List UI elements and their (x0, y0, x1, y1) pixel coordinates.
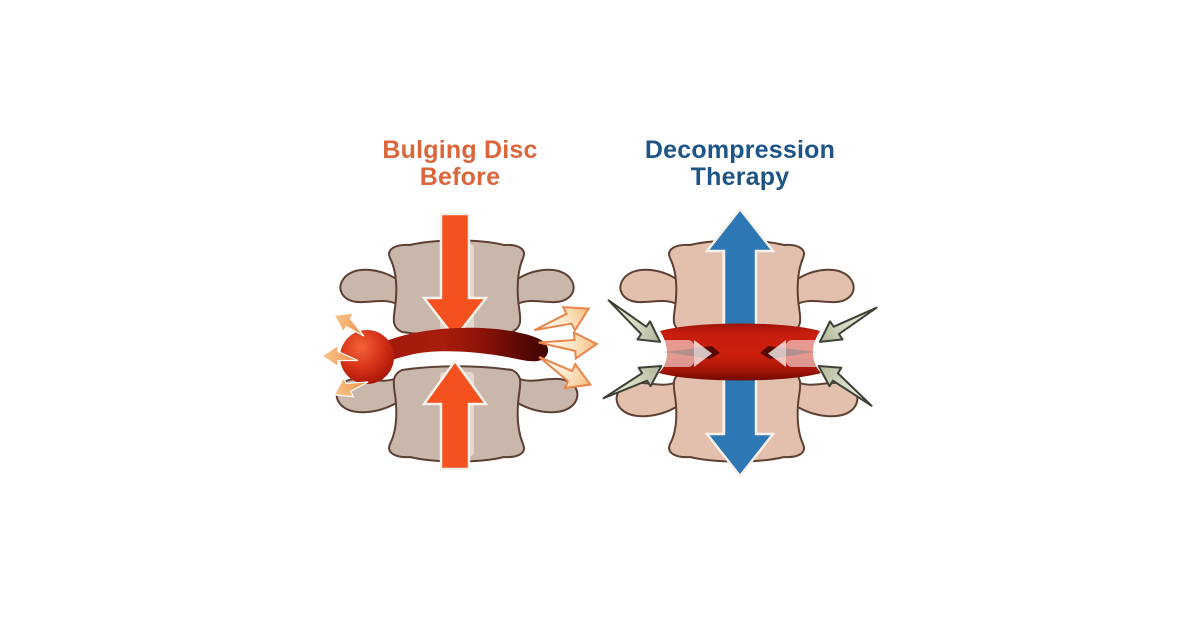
disc-band (373, 327, 549, 365)
title-line-2: Before (419, 163, 501, 191)
title-line-1: Bulging Disc (382, 136, 538, 164)
disc-bulge (340, 330, 394, 384)
panel-decompression-therapy: Decompression Therapy (600, 137, 880, 499)
vertebra-top-left-wing (339, 268, 400, 306)
vertebra-top-right-wing (514, 268, 575, 306)
bulging-disc-illustration (321, 212, 599, 471)
compression-arrow-up-icon (421, 358, 489, 471)
bulging-disc (340, 327, 549, 384)
title-line-1: Decompression (644, 136, 836, 164)
traction-glow-bands (614, 340, 866, 367)
vertebra-top-right-wing (794, 268, 855, 306)
panel-title-decompression-therapy: Decompression Therapy (645, 137, 835, 191)
compression-arrow-down-icon (421, 212, 489, 341)
panel-bulging-disc: Bulging Disc Before (320, 137, 600, 499)
glow-chevron-right (768, 340, 786, 367)
vertebra-top-left-wing (619, 268, 680, 306)
panel-title-bulging-disc: Bulging Disc Before (382, 137, 537, 191)
disc-body (659, 323, 821, 381)
glow-band-right (786, 340, 866, 367)
title-line-2: Therapy (690, 163, 790, 191)
decompression-therapy-illustration (600, 206, 880, 479)
glow-chevron-left (694, 340, 712, 367)
glow-band-left (614, 340, 694, 367)
